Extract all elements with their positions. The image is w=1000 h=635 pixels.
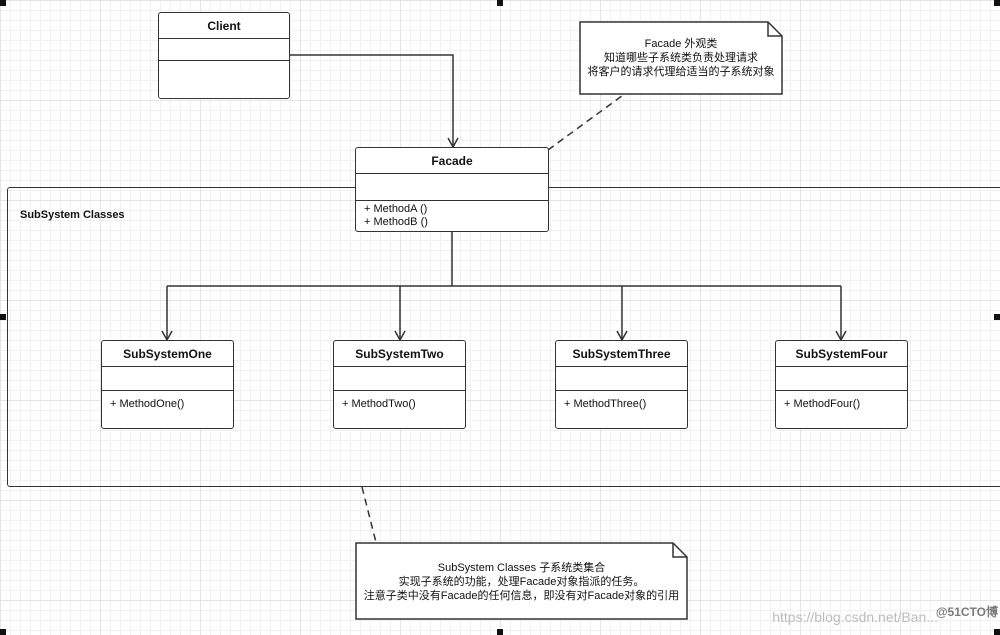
method-a: + MethodA (): [364, 203, 428, 215]
method-b: + MethodB (): [364, 216, 428, 228]
class-name: Facade: [356, 148, 548, 174]
class-name: SubSystemThree: [556, 341, 687, 367]
note-line-3: 将客户的请求代理给适当的子系统对象: [587, 66, 775, 78]
selection-handle[interactable]: [0, 0, 6, 6]
subsystem-four-class[interactable]: SubSystemFour + MethodFour(): [775, 340, 908, 429]
facade-note[interactable]: Facade 外观类 知道哪些子系统类负责处理请求 将客户的请求代理给适当的子系…: [580, 37, 782, 79]
selection-handle[interactable]: [994, 629, 1000, 635]
class-name: SubSystemOne: [102, 341, 233, 367]
selection-handle[interactable]: [497, 0, 503, 6]
note-line-1: Facade 外观类: [644, 38, 718, 50]
method-three: + MethodThree(): [564, 398, 647, 410]
note-line-2: 知道哪些子系统类负责处理请求: [604, 52, 758, 64]
note-line-1: SubSystem Classes 子系统类集合: [437, 562, 606, 574]
package-note-anchor-line: [361, 486, 383, 567]
selection-handle[interactable]: [0, 314, 6, 320]
watermark-brand: @51CTO博: [935, 605, 998, 619]
facade-class[interactable]: Facade + MethodA () + MethodB (): [355, 147, 549, 232]
methods-section: [159, 61, 289, 96]
methods-section: + MethodA () + MethodB (): [356, 201, 548, 229]
subsystem-note[interactable]: SubSystem Classes 子系统类集合 实现子系统的功能，处理Faca…: [356, 561, 687, 603]
note-line-2: 实现子系统的功能，处理Facade对象指派的任务。: [398, 576, 645, 588]
class-name: Client: [159, 13, 289, 39]
method-one: + MethodOne(): [110, 398, 185, 410]
attributes-section: [556, 367, 687, 391]
selection-handle[interactable]: [497, 629, 503, 635]
methods-section: + MethodFour(): [776, 391, 907, 411]
class-name: SubSystemFour: [776, 341, 907, 367]
subsystem-two-class[interactable]: SubSystemTwo + MethodTwo(): [333, 340, 466, 429]
attributes-section: [356, 174, 548, 201]
attributes-section: [776, 367, 907, 391]
method-four: + MethodFour(): [784, 398, 861, 410]
package-label: SubSystem Classes: [20, 209, 125, 221]
attributes-section: [159, 39, 289, 61]
subsystem-three-class[interactable]: SubSystemThree + MethodThree(): [555, 340, 688, 429]
methods-section: + MethodThree(): [556, 391, 687, 411]
methods-section: + MethodTwo(): [334, 391, 465, 411]
selection-handle[interactable]: [994, 0, 1000, 6]
client-to-facade-arrow: [290, 54, 459, 149]
method-two: + MethodTwo(): [342, 398, 416, 410]
attributes-section: [334, 367, 465, 391]
methods-section: + MethodOne(): [102, 391, 233, 411]
selection-handle[interactable]: [0, 629, 6, 635]
selection-handle[interactable]: [994, 314, 1000, 320]
watermark-url: https://blog.csdn.net/Ban...: [772, 609, 938, 625]
class-name: SubSystemTwo: [334, 341, 465, 367]
subsystem-one-class[interactable]: SubSystemOne + MethodOne(): [101, 340, 234, 429]
note-line-3: 注意子类中没有Facade的任何信息，即没有对Facade对象的引用: [363, 590, 680, 602]
attributes-section: [102, 367, 233, 391]
facade-note-anchor-line: [547, 89, 631, 151]
client-class[interactable]: Client: [158, 12, 290, 99]
